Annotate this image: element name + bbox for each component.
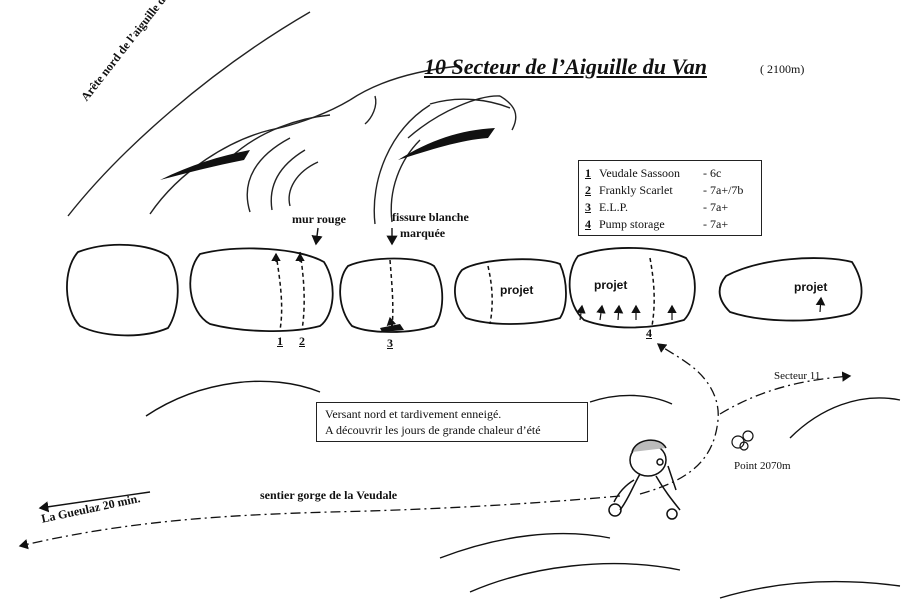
legend-route-num: 1 bbox=[585, 166, 591, 180]
note-line-2: A découvrir les jours de grande chaleur … bbox=[325, 423, 541, 437]
route-line-1 bbox=[275, 253, 283, 331]
arete-ridge-line bbox=[67, 11, 311, 217]
legend-row: 4 Pump storage - 7a+ bbox=[585, 216, 755, 233]
path-to-gueulaz bbox=[18, 495, 621, 550]
legend-route-grade: - 7a+/7b bbox=[703, 183, 744, 197]
legend-row: 2 Frankly Scarlet - 7a+/7b bbox=[585, 182, 755, 199]
legend-route-name: E.L.P. bbox=[599, 200, 629, 214]
path-to-sector bbox=[639, 343, 719, 495]
mur-rouge-label: mur rouge bbox=[292, 212, 346, 226]
rock-block-1 bbox=[66, 243, 179, 337]
legend-route-name: Pump storage bbox=[599, 217, 665, 231]
route-3-start-mark bbox=[380, 324, 404, 332]
hills bbox=[145, 380, 901, 599]
legend-route-grade: - 7a+ bbox=[703, 217, 729, 231]
dark-streak-left bbox=[160, 150, 250, 180]
route-line-projet-4 bbox=[487, 265, 493, 325]
legend-row: 3 E.L.P. - 7a+ bbox=[585, 199, 755, 216]
page-title: 10 Secteur de l’Aiguille du Van bbox=[424, 54, 707, 79]
legend-route-num: 2 bbox=[585, 183, 591, 197]
legend-route-name: Frankly Scarlet bbox=[599, 183, 673, 197]
legend-route-num: 3 bbox=[585, 200, 591, 214]
mountain-ridges bbox=[67, 11, 517, 225]
dark-streak-right bbox=[398, 128, 495, 160]
sentier-label: sentier gorge de la Veudale bbox=[260, 488, 398, 502]
route-line-3 bbox=[389, 259, 394, 329]
point-2070-label: Point 2070m bbox=[734, 460, 791, 472]
title-altitude: ( 2100m) bbox=[760, 62, 805, 76]
fissure-label-line2: marquée bbox=[400, 226, 446, 240]
path-to-secteur-11 bbox=[719, 371, 852, 415]
projet-label-1: projet bbox=[500, 283, 534, 297]
ridge-line bbox=[149, 99, 351, 215]
route-number-2: 2 bbox=[299, 334, 305, 348]
rock-block-2 bbox=[189, 247, 334, 332]
legend-row: 1 Veudale Sassoon - 6c bbox=[585, 165, 755, 182]
fissure-label-line1: fissure blanche bbox=[392, 210, 469, 224]
rock-block-5 bbox=[568, 247, 696, 329]
rock-blocks bbox=[66, 243, 863, 337]
projet-label-3: projet bbox=[794, 280, 828, 294]
start-arrows bbox=[271, 252, 826, 329]
note-line-1: Versant nord et tardivement enneigé. bbox=[325, 407, 502, 421]
route-line-2 bbox=[299, 251, 305, 331]
projet-label-2: projet bbox=[594, 278, 628, 292]
route-number-3: 3 bbox=[387, 336, 393, 350]
legend-route-name: Veudale Sassoon bbox=[599, 166, 680, 180]
climber-cartoon-icon bbox=[608, 439, 681, 520]
rock-block-3 bbox=[339, 257, 444, 333]
route-number-4: 4 bbox=[646, 326, 652, 340]
legend-route-grade: - 6c bbox=[703, 166, 722, 180]
secteur-11-label: Secteur 11 bbox=[774, 370, 821, 382]
label-pointers bbox=[311, 227, 398, 246]
gueulaz-arrow bbox=[38, 491, 151, 513]
legend-route-num: 4 bbox=[585, 217, 591, 231]
legend-route-grade: - 7a+ bbox=[703, 200, 729, 214]
info-note: Versant nord et tardivement enneigé. A d… bbox=[316, 402, 588, 442]
route-line-4 bbox=[649, 257, 655, 327]
route-number-1: 1 bbox=[277, 334, 283, 348]
route-legend: 1 Veudale Sassoon - 6c 2 Frankly Scarlet… bbox=[578, 160, 762, 236]
point-2070-icon bbox=[731, 430, 754, 451]
rock-block-6 bbox=[718, 257, 863, 322]
approach-paths bbox=[18, 343, 852, 550]
rock-block-4 bbox=[454, 258, 567, 325]
